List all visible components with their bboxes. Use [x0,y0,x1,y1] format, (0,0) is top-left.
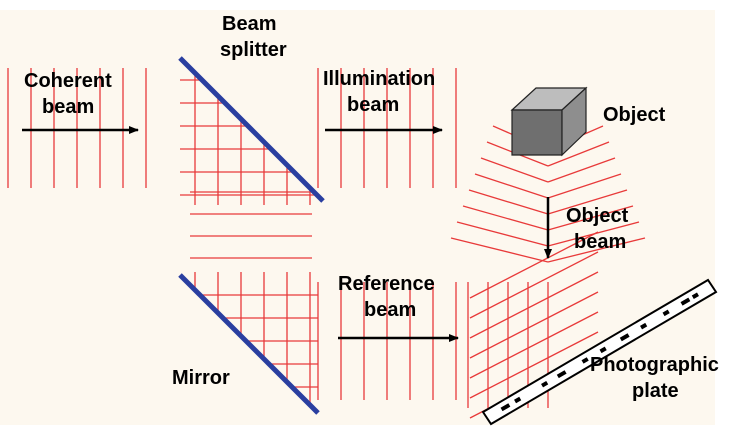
wavefront-line [450,237,549,263]
wavefront-line [480,157,549,183]
plate-mark [599,346,607,354]
plate-mark [662,309,670,317]
wavefront-line [468,189,549,215]
object-cube [510,86,588,157]
wavefront-line [474,173,549,199]
plate-body [481,278,718,426]
wavefront-line [469,311,599,379]
plate-mark [680,297,691,306]
wavefront-line [547,205,634,231]
wavefront-line [456,221,549,247]
beam-splitter-label: Beam splitter [220,13,287,61]
coherent-beam-wavefronts [7,68,147,188]
wavefront-line [469,291,599,359]
plate-mark [581,357,589,364]
plate-mark [691,292,699,299]
plate-mark [556,370,567,379]
plate-mark [514,396,522,404]
mirror-label: Mirror [172,367,230,389]
photographic-plate [481,278,718,426]
plate-mark [500,403,511,412]
wavefront-line [469,331,599,399]
plate-mark [640,322,648,330]
wavefront-line [462,205,549,231]
wavefront-line [547,157,616,183]
plate-exposure-marks [500,292,699,412]
beam-splitter [178,56,325,203]
wavefront-line [547,237,646,263]
wavefront-line [469,231,599,299]
plate-mark [619,333,630,342]
cube-front-face [511,109,563,156]
illumination-beam-wavefronts [317,68,457,188]
wavefront-line [469,271,599,339]
wavefront-line [547,189,628,215]
plate-interference-wavefronts [467,231,599,419]
plate-mark [541,380,549,388]
reflected-beam-wavefronts [190,191,312,259]
illumination-beam-label: Illumination beam [323,68,441,116]
wavefront-line [469,251,599,319]
coherent-beam-label: Coherent beam [24,70,117,118]
cube-side-face [561,86,587,157]
wavefront-line [547,141,610,167]
object-label: Object [603,104,666,126]
reference-beam-label: Reference beam [338,273,440,321]
photographic-plate-label: Photographic plate [590,354,724,402]
object-beam-wavefronts [450,125,646,263]
wavefront-line [547,173,622,199]
object-beam-label: Object beam [566,205,634,253]
mirror [178,273,320,415]
